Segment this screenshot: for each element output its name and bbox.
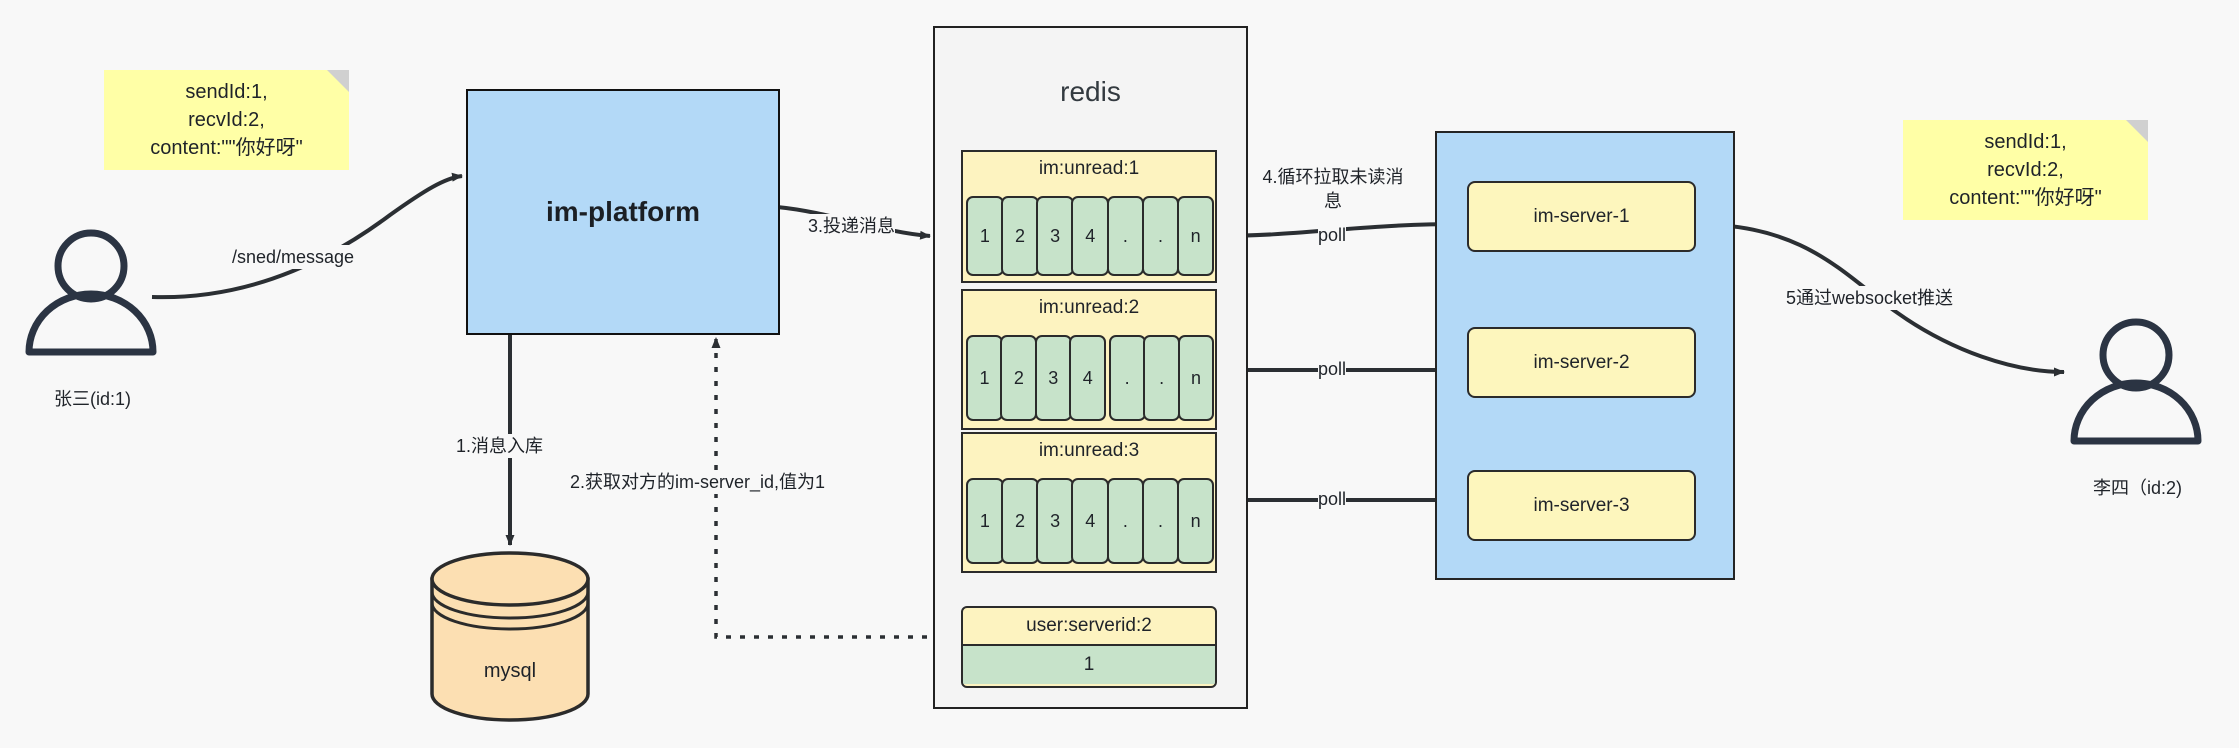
queue-cell[interactable]: 4 [1071, 196, 1110, 276]
queue-cell[interactable]: . [1143, 335, 1181, 421]
queue-im-unread-2[interactable]: im:unread:2 1 2 3 4 . . n [961, 289, 1217, 430]
mysql-cylinder-icon [430, 551, 590, 722]
queue-key-label: im:unread:1 [1038, 158, 1140, 179]
node-im-platform[interactable]: im-platform [466, 89, 780, 335]
queue-im-unread-3[interactable]: im:unread:3 1 2 3 4 . . n [961, 432, 1217, 573]
queue-cell[interactable]: 1 [966, 335, 1003, 421]
queue-cell[interactable]: n [1176, 196, 1215, 276]
note-fold-icon [327, 70, 349, 92]
queue-im-unread-1[interactable]: im:unread:1 1 2 3 4 . . n [961, 150, 1217, 283]
kv-user-serverid[interactable]: user:serverid:2 1 [961, 606, 1217, 688]
receiver-avatar-icon [2070, 318, 2202, 445]
queue-cell[interactable]: 1 [966, 196, 1004, 276]
queue-cell[interactable]: . [1141, 478, 1180, 564]
edge-label-poll-1: poll [1318, 223, 1347, 247]
edge-label-poll-2: poll [1318, 357, 1347, 381]
group-im-servers[interactable]: im-server-1 im-server-2 im-server-3 [1435, 131, 1735, 580]
node-im-server-3[interactable]: im-server-3 [1467, 470, 1696, 541]
im-server-2-label: im-server-2 [1533, 351, 1630, 373]
im-server-3-label: im-server-3 [1533, 494, 1630, 516]
node-im-server-2[interactable]: im-server-2 [1467, 327, 1696, 398]
queue-cell[interactable]: . [1108, 335, 1146, 421]
queue-cell[interactable]: . [1106, 196, 1145, 276]
edge-label-step2: 2.获取对方的im-server_id,值为1 [570, 470, 826, 494]
redis-title: redis [1060, 76, 1121, 107]
queue-cell[interactable]: 3 [1036, 478, 1074, 564]
queue-cell[interactable]: n [1176, 478, 1215, 564]
queue-cells: 1 2 3 4 . . n [966, 478, 1215, 564]
queue-cell[interactable]: . [1141, 196, 1180, 276]
queue-cell[interactable]: 2 [1000, 335, 1038, 421]
edge-label-step1: 1.消息入库 [456, 434, 544, 458]
queue-cell[interactable]: 3 [1036, 196, 1074, 276]
edge-label-step5: 5通过websocket推送 [1786, 286, 1954, 310]
edge-label-step3: 3.投递消息 [808, 214, 896, 238]
note-left-text: sendId:1, recvId:2, content:""你好呀" [150, 81, 303, 159]
queue-key-label: im:unread:3 [1038, 440, 1140, 461]
sender-avatar-icon [25, 229, 157, 356]
queue-cell[interactable]: . [1106, 478, 1145, 564]
kv-value-label: 1 [963, 644, 1215, 684]
edge-label-step4: 4.循环拉取未读消息 [1258, 165, 1408, 213]
note-left: sendId:1, recvId:2, content:""你好呀" [104, 70, 349, 170]
queue-cells: 1 2 3 4 . . n [966, 196, 1215, 276]
queue-cell[interactable]: n [1177, 335, 1215, 421]
edge-send-message [151, 172, 463, 300]
queue-key-label: im:unread:2 [1038, 297, 1140, 318]
queue-cell[interactable]: 4 [1071, 478, 1110, 564]
receiver-label: 李四（id:2) [2092, 478, 2182, 498]
im-platform-label: im-platform [546, 196, 700, 227]
sender-label: 张三(id:1) [53, 389, 131, 409]
node-im-server-1[interactable]: im-server-1 [1467, 181, 1696, 252]
queue-cell[interactable]: 4 [1069, 335, 1107, 421]
queue-cell[interactable]: 2 [1001, 196, 1039, 276]
edge-label-poll-3: poll [1318, 487, 1347, 511]
note-fold-icon [2126, 120, 2148, 142]
queue-cell[interactable]: 2 [1001, 478, 1039, 564]
queue-cell[interactable]: 3 [1034, 335, 1072, 421]
queue-cells: 1 2 3 4 . . n [966, 335, 1215, 421]
im-server-1-label: im-server-1 [1533, 205, 1630, 227]
node-redis[interactable]: redis im:unread:1 1 2 3 4 . . n im:unrea… [933, 26, 1248, 709]
queue-cell[interactable]: 1 [966, 478, 1004, 564]
note-right-text: sendId:1, recvId:2, content:""你好呀" [1949, 131, 2102, 209]
note-right: sendId:1, recvId:2, content:""你好呀" [1903, 120, 2148, 220]
edge-label-send-message: /sned/message [232, 245, 355, 269]
mysql-label: mysql [483, 660, 537, 682]
kv-key-label: user:serverid:2 [1026, 615, 1152, 636]
